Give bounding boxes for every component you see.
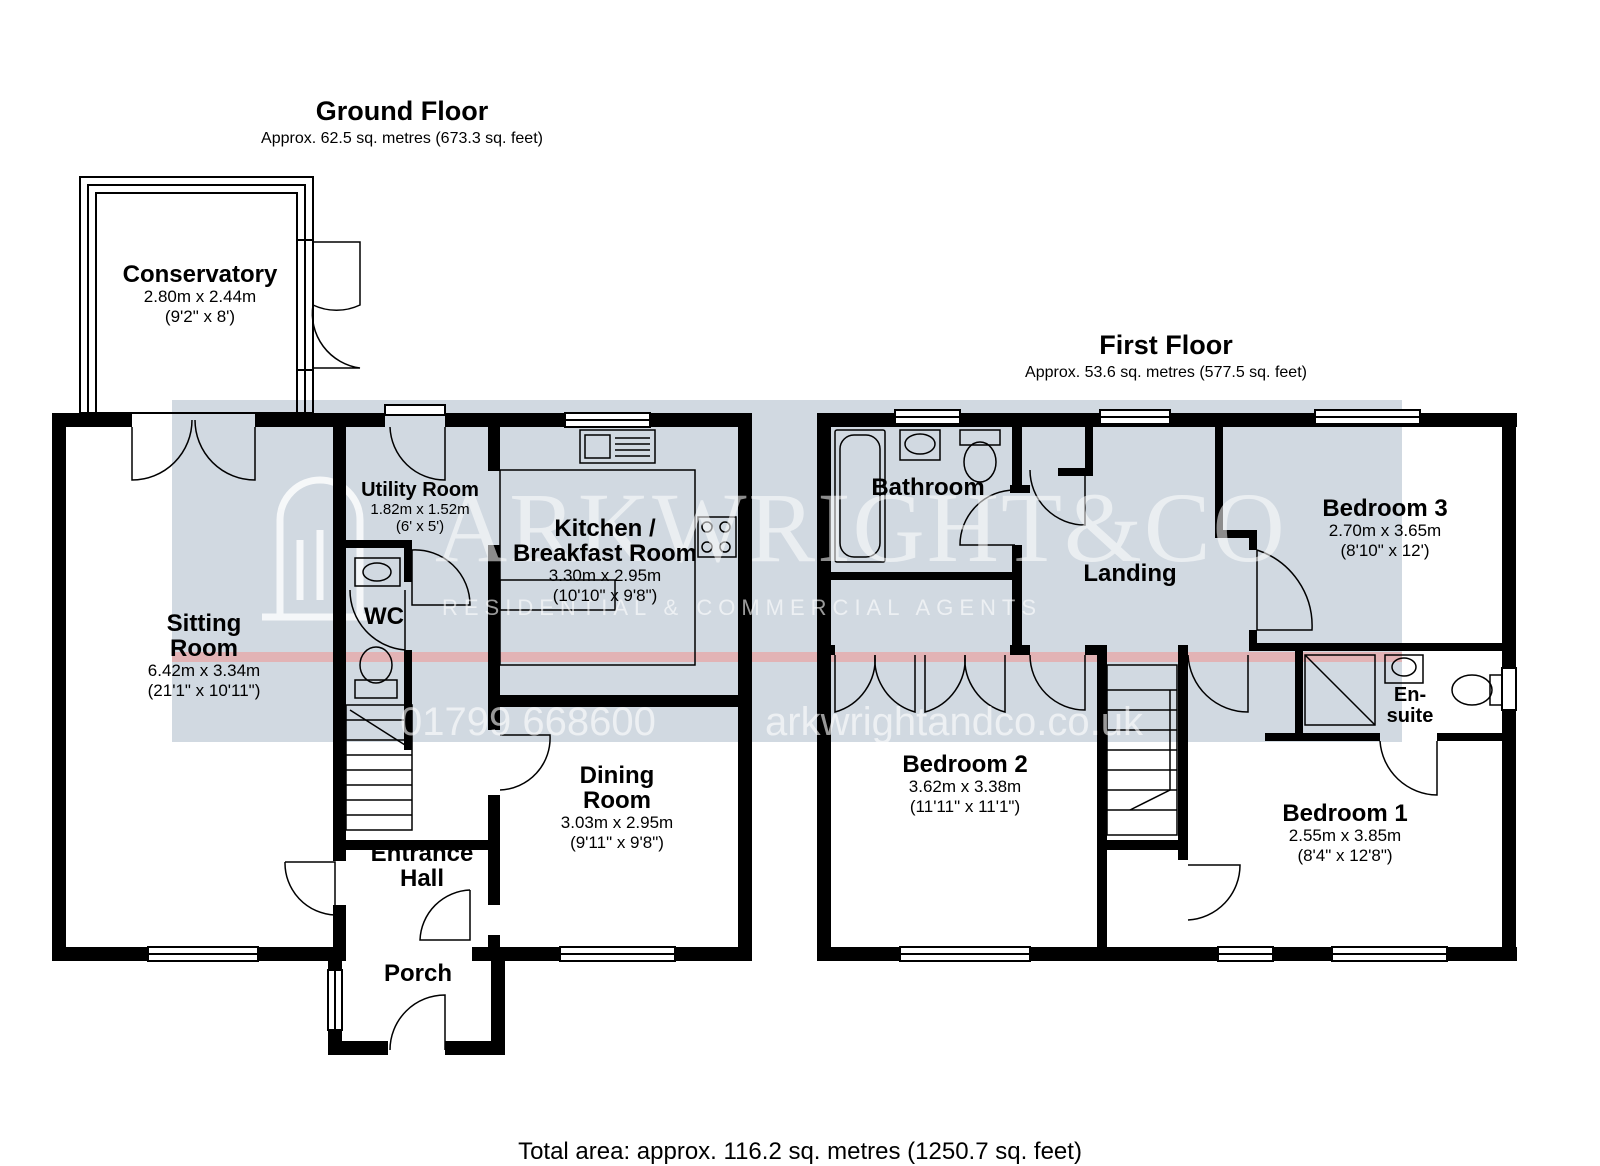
first-floor-title: First Floor	[1099, 330, 1233, 360]
room-dimensions-imperial: (6' x 5')	[395, 518, 445, 536]
room-name-line2: Room	[582, 787, 651, 815]
watermark-company-name: ARKWRIGHT&CO	[435, 472, 1287, 583]
room-name: Porch	[383, 960, 453, 987]
room-entrance-hall: Entrance Hall	[370, 840, 474, 893]
first-floor-doors	[834, 469, 1438, 921]
ground-floor-doors	[131, 241, 551, 1051]
first-floor-fittings	[834, 429, 1503, 726]
room-bedroom-1: Bedroom 1 2.55m x 3.85m (8'4" x 12'8")	[1282, 801, 1407, 865]
room-dimensions-imperial: (21'1" x 10'11")	[147, 680, 261, 700]
first-floor-area: Approx. 53.6 sq. metres (577.5 sq. feet)	[1025, 364, 1307, 381]
room-name: Conservatory	[122, 261, 278, 288]
room-name-line2: Hall	[399, 865, 445, 893]
room-dimensions-imperial: (10'10" x 9'8")	[552, 585, 658, 605]
room-name: Sitting	[166, 610, 242, 637]
room-name: Bedroom 3	[1322, 495, 1448, 522]
room-bathroom: Bathroom	[871, 475, 984, 500]
room-name: Dining	[579, 762, 655, 789]
room-name: Bathroom	[871, 474, 985, 501]
room-name: Bedroom 1	[1282, 800, 1408, 827]
watermark-website: arkwrightandco.co.uk	[765, 700, 1143, 744]
room-name-line2: Room	[170, 635, 238, 663]
watermark-phone: 01799 668600	[400, 700, 656, 744]
conservatory-frame	[79, 176, 314, 414]
room-dimensions-metric: 2.55m x 3.85m	[1288, 826, 1402, 846]
watermark-tagline: RESIDENTIAL & COMMERCIAL AGENTS	[442, 595, 1043, 620]
room-dimensions-imperial: (11'11" x 11'1")	[909, 796, 1021, 816]
room-dimensions-metric: 3.03m x 2.95m	[560, 813, 674, 833]
first-floor-windows	[894, 409, 1517, 962]
room-dimensions-metric: 1.82m x 1.52m	[370, 501, 470, 518]
room-name-line2: Breakfast Room	[512, 540, 698, 568]
room-sitting: Sitting Room 6.42m x 3.34m (21'1" x 10'1…	[148, 611, 261, 700]
room-dimensions-imperial: (8'4" x 12'8")	[1297, 845, 1393, 865]
room-name: Bedroom 2	[902, 751, 1028, 778]
ground-floor-title: Ground Floor	[315, 96, 489, 126]
room-dimensions-metric: 3.30m x 2.95m	[548, 566, 662, 586]
room-dining: Dining Room 3.03m x 2.95m (9'11" x 9'8")	[561, 763, 673, 852]
room-bedroom-3: Bedroom 3 2.70m x 3.65m (8'10" x 12')	[1322, 496, 1447, 560]
room-ensuite: En- suite	[1387, 685, 1434, 727]
room-name-line2: suite	[1386, 705, 1434, 727]
room-dimensions-imperial: (9'2" x 8')	[164, 306, 236, 326]
ground-floor-stairs	[345, 704, 413, 831]
room-dimensions-metric: 2.70m x 3.65m	[1328, 521, 1442, 541]
total-area: Total area: approx. 116.2 sq. metres (12…	[518, 1138, 1082, 1165]
room-name: Kitchen /	[554, 515, 656, 542]
room-name: Landing	[1083, 560, 1177, 587]
room-wc: WC	[364, 604, 404, 629]
room-name: En-	[1393, 684, 1427, 706]
room-name: Utility Room	[361, 479, 479, 501]
room-dimensions-metric: 3.62m x 3.38m	[908, 777, 1022, 797]
room-porch: Porch	[384, 961, 452, 986]
room-bedroom-2: Bedroom 2 3.62m x 3.38m (11'11" x 11'1")	[902, 752, 1027, 816]
ground-floor-area: Approx. 62.5 sq. metres (673.3 sq. feet)	[261, 130, 543, 147]
ground-floor-windows	[147, 404, 676, 1031]
room-conservatory: Conservatory 2.80m x 2.44m (9'2" x 8')	[123, 262, 278, 326]
room-dimensions-imperial: (9'11" x 9'8")	[570, 832, 664, 852]
first-floor-stairs	[1106, 664, 1178, 836]
room-name: WC	[364, 603, 404, 630]
room-kitchen: Kitchen / Breakfast Room 3.30m x 2.95m (…	[513, 516, 697, 605]
room-landing: Landing	[1083, 561, 1176, 586]
room-utility: Utility Room 1.82m x 1.52m (6' x 5')	[361, 480, 479, 536]
room-dimensions-metric: 6.42m x 3.34m	[147, 661, 261, 681]
room-dimensions-imperial: (8'10" x 12')	[1340, 540, 1430, 560]
watermark-accent-line	[172, 652, 1402, 662]
room-dimensions-metric: 2.80m x 2.44m	[143, 287, 257, 307]
room-name: Entrance	[370, 840, 474, 867]
kitchen-fittings	[354, 429, 737, 699]
